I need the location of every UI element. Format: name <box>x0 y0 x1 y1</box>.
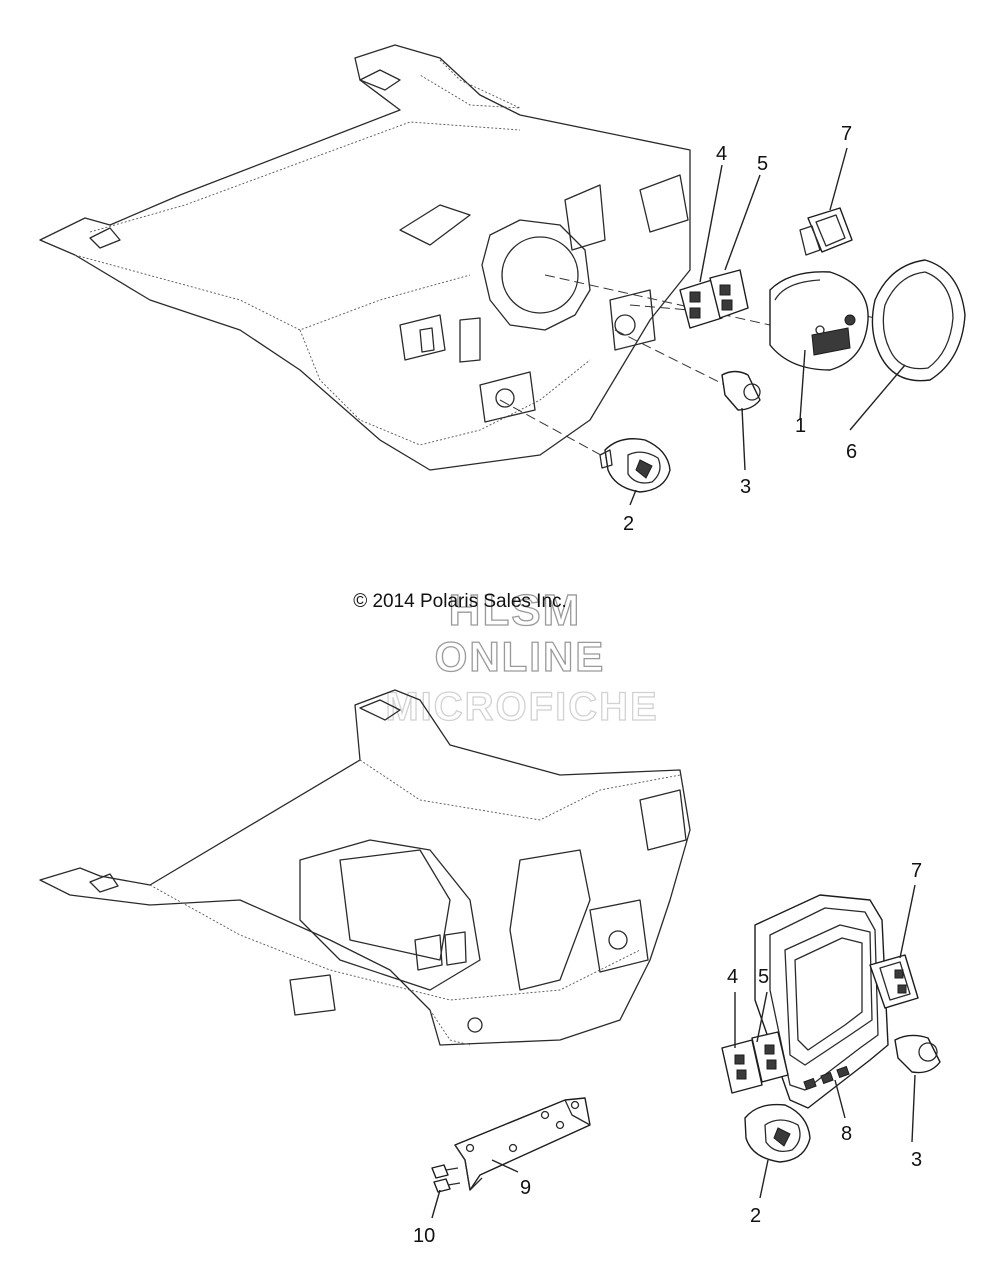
top-callout-2: 2 <box>623 513 634 535</box>
watermark-line-1: HLSM <box>449 586 582 635</box>
part-10-screws <box>431 1164 461 1193</box>
part-3-power-outlet-bottom <box>894 1034 941 1074</box>
part-2-key-switch-top <box>599 438 671 493</box>
watermark-line-3: MICROFICHE <box>385 685 658 729</box>
bottom-leader-lines <box>431 884 916 1219</box>
bottom-callout-9: 9 <box>520 1177 531 1199</box>
copyright-text: © 2014 Polaris Sales Inc. <box>353 591 567 612</box>
part-4-5-switches-bottom <box>721 1031 789 1094</box>
bottom-callout-4: 4 <box>727 966 738 988</box>
dash-panel-top <box>39 44 691 471</box>
top-callout-7: 7 <box>841 123 852 145</box>
bottom-callout-5: 5 <box>758 966 769 988</box>
watermark-line-2: ONLINE <box>435 633 606 680</box>
bottom-callout-7: 7 <box>911 860 922 882</box>
bottom-callout-10: 10 <box>413 1225 435 1247</box>
top-leader-lines <box>629 147 906 506</box>
part-7-switch-top <box>799 207 853 256</box>
part-8-display-unit <box>754 894 889 1109</box>
top-callout-6: 6 <box>846 441 857 463</box>
top-callout-5: 5 <box>757 153 768 175</box>
bottom-callout-2: 2 <box>750 1205 761 1227</box>
part-7-switch-bottom <box>869 954 919 1009</box>
top-callout-3: 3 <box>740 476 751 498</box>
part-6-bezel-ring <box>871 259 966 382</box>
top-callout-4: 4 <box>716 143 727 165</box>
part-4-5-switches-top <box>679 269 749 329</box>
part-9-bracket <box>454 1097 591 1191</box>
dash-panel-bottom <box>39 689 691 1046</box>
bottom-callout-8: 8 <box>841 1123 852 1145</box>
top-callout-1: 1 <box>795 415 806 437</box>
part-2-key-switch-bottom <box>744 1103 811 1163</box>
bottom-callout-3: 3 <box>911 1149 922 1171</box>
part-3-power-outlet-top <box>721 370 761 411</box>
part-1-gauge <box>769 271 869 371</box>
